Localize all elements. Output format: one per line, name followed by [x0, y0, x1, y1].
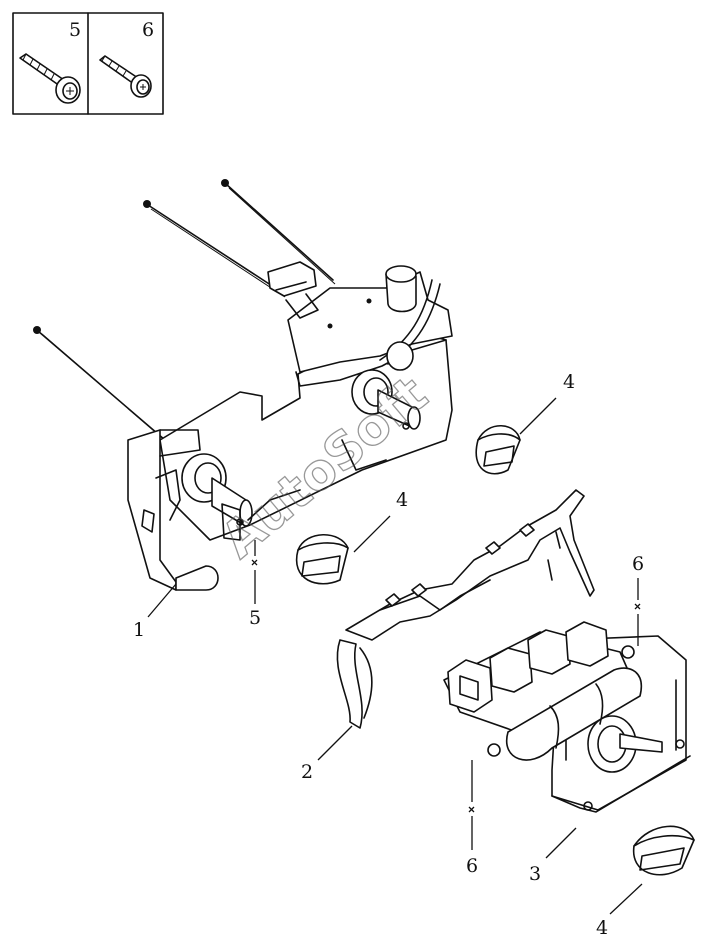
- screw-6-icon: [99, 55, 152, 98]
- callout-4-lower: 4: [596, 917, 608, 939]
- legend-label-5: 5: [69, 19, 81, 41]
- callout-5: 5: [249, 607, 261, 629]
- callout-4-upper: 4: [563, 371, 575, 393]
- screw-5-icon: [19, 53, 81, 104]
- callout-labels: 1 2 3 4 4 4 5 6 6: [133, 371, 644, 939]
- callout-4-middle: 4: [396, 489, 408, 511]
- control-cables: [33, 179, 336, 444]
- screw-markers: [251, 540, 641, 850]
- callout-2: 2: [301, 761, 313, 783]
- callout-3: 3: [529, 863, 541, 885]
- switch-module: [443, 621, 691, 813]
- knob-lower-right: [632, 825, 695, 876]
- callout-6-lower: 6: [466, 855, 478, 877]
- lever-bracket: [336, 489, 595, 729]
- legend-label-6: 6: [142, 19, 154, 41]
- control-housing: [127, 261, 453, 591]
- legend-box: 5 6: [12, 12, 164, 115]
- knob-upper-right: [475, 425, 521, 475]
- callout-6-upper: 6: [632, 553, 644, 575]
- knob-middle: [295, 534, 349, 585]
- leader-lines: [147, 397, 643, 915]
- callout-1: 1: [133, 619, 145, 641]
